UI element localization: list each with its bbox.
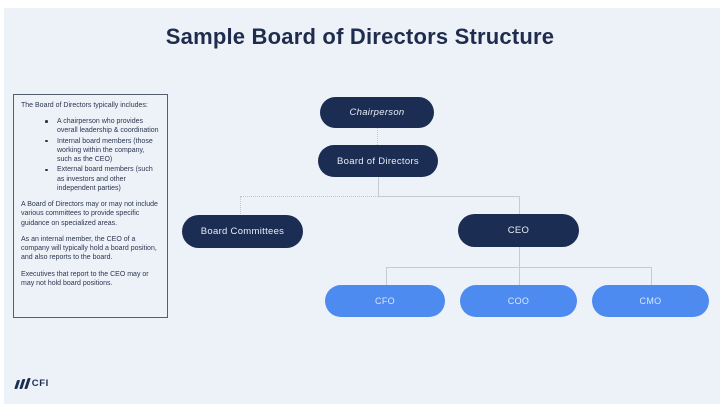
- node-coo: COO: [460, 285, 577, 317]
- info-box: The Board of Directors typically include…: [13, 94, 168, 318]
- info-paragraph: As an internal member, the CEO of a comp…: [21, 235, 157, 262]
- info-paragraph: Executives that report to the CEO may or…: [21, 270, 149, 287]
- node-board-committees: Board Committees: [182, 215, 303, 248]
- bullet-item: External board members (such as investor…: [45, 165, 160, 193]
- node-cmo: CMO: [592, 285, 709, 317]
- node-chairperson: Chairperson: [320, 97, 434, 128]
- info-bullet-list: A chairperson who provides overall leade…: [21, 117, 160, 193]
- connector-coo-drop: [519, 267, 520, 285]
- bullet-item: A chairperson who provides overall leade…: [45, 117, 160, 135]
- connector-board-committees-horizontal-dotted: [240, 196, 378, 197]
- cfi-logo-text: CFI: [31, 378, 49, 389]
- node-ceo: CEO: [458, 214, 579, 247]
- node-board-of-directors: Board of Directors: [318, 145, 438, 177]
- node-cfo: CFO: [325, 285, 445, 317]
- cfi-logo-mark-icon: [14, 378, 31, 389]
- connector-cfo-drop: [386, 267, 387, 285]
- connector-ceo-down: [519, 247, 520, 267]
- connector-board-committees-drop-dotted: [240, 196, 241, 214]
- slide-background: [4, 8, 720, 404]
- page-title: Sample Board of Directors Structure: [165, 24, 555, 49]
- connector-cmo-drop: [651, 267, 652, 285]
- connector-chairperson-board-dotted: [377, 128, 378, 145]
- info-intro: The Board of Directors typically include…: [21, 102, 148, 109]
- cfi-logo: CFI: [14, 378, 49, 389]
- bullet-item: Internal board members (those working wi…: [45, 137, 160, 165]
- connector-executives-horizontal: [386, 267, 651, 268]
- connector-ceo-drop: [519, 196, 520, 214]
- connector-board-down: [378, 177, 379, 196]
- info-paragraph: A Board of Directors may or may not incl…: [21, 201, 158, 227]
- connector-board-ceo-horizontal: [378, 196, 519, 197]
